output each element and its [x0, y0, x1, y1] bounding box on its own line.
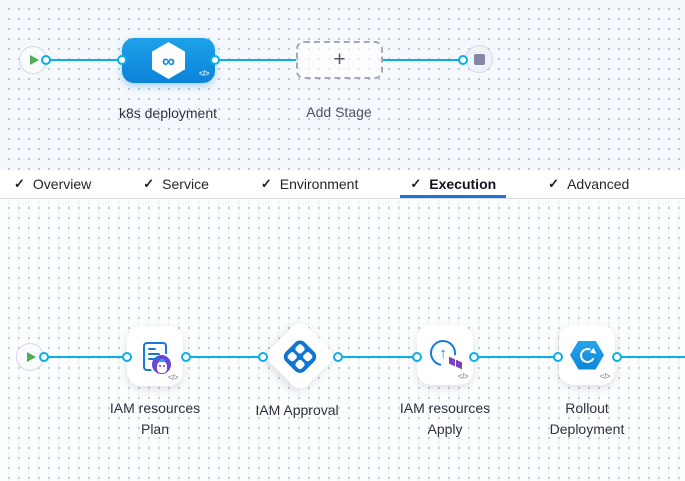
tab-overview[interactable]: ✓ Overview — [4, 170, 101, 198]
execution-start-node — [16, 343, 44, 371]
connector-dot — [39, 352, 49, 362]
connector-dot — [41, 55, 51, 65]
connector-line — [215, 59, 298, 61]
connector-line — [617, 356, 685, 358]
connector-dot — [469, 352, 479, 362]
connector-dot — [117, 55, 127, 65]
tab-label: Environment — [279, 176, 359, 192]
stop-icon — [473, 53, 485, 65]
tab-label: Service — [162, 176, 209, 192]
step-label: IAM Approval — [255, 402, 339, 418]
step-node-rollout-deployment[interactable]: </> — [559, 325, 615, 385]
connector-dot — [181, 352, 191, 362]
add-stage-button[interactable]: + — [296, 41, 383, 79]
check-icon: ✓ — [14, 176, 25, 191]
code-view-toggle-icon[interactable]: </> — [198, 69, 210, 78]
stage-label: k8s deployment — [118, 105, 218, 121]
connector-line — [44, 59, 126, 61]
code-view-toggle-icon[interactable]: </> — [457, 372, 469, 381]
tab-service[interactable]: ✓ Service — [133, 170, 219, 198]
tab-advanced[interactable]: ✓ Advanced — [538, 170, 639, 198]
connector-dot — [612, 352, 622, 362]
connector-dot — [258, 352, 268, 362]
step-node-iam-resources-apply[interactable]: ↑ </> — [417, 325, 473, 385]
step-label: Rollout Deployment — [549, 400, 625, 437]
plus-icon: + — [333, 48, 346, 71]
stage-config-tabbar: ✓ Overview ✓ Service ✓ Environment ✓ Exe… — [0, 170, 685, 199]
connector-dot — [333, 352, 343, 362]
connector-line — [381, 59, 463, 61]
pipeline-end-node — [465, 45, 493, 73]
play-icon — [30, 55, 39, 65]
connector-line — [338, 356, 418, 358]
connector-line — [42, 356, 127, 358]
add-stage-label: Add Stage — [306, 104, 372, 120]
tab-label: Execution — [429, 176, 497, 192]
tab-environment[interactable]: ✓ Environment — [251, 170, 369, 198]
connector-line — [186, 356, 264, 358]
check-icon: ✓ — [548, 176, 560, 191]
tab-label: Advanced — [567, 176, 630, 192]
connector-dot — [553, 352, 563, 362]
k8s-rollout-icon — [570, 340, 604, 370]
execution-canvas: </> ↑ </> </> IAM resources Plan — [0, 199, 685, 481]
check-icon: ✓ — [410, 176, 422, 191]
approval-icon — [280, 336, 320, 376]
step-label: IAM resources Apply — [399, 400, 491, 437]
stage-canvas: ∞ </> + k8s deployment Add Stage — [0, 0, 685, 170]
terraform-apply-icon: ↑ — [424, 334, 463, 372]
connector-dot — [412, 352, 422, 362]
tab-execution[interactable]: ✓ Execution — [400, 170, 506, 198]
step-node-iam-approval[interactable] — [263, 319, 337, 393]
step-label: IAM resources Plan — [109, 400, 201, 437]
terraform-logo-icon — [449, 356, 463, 372]
connector-dot — [210, 55, 220, 65]
connector-line — [474, 356, 558, 358]
check-icon: ✓ — [260, 176, 272, 191]
step-node-iam-resources-plan[interactable]: </> — [127, 326, 183, 386]
code-view-toggle-icon[interactable]: </> — [599, 372, 611, 381]
terraform-plan-icon — [143, 341, 173, 376]
connector-dot — [122, 352, 132, 362]
code-view-toggle-icon[interactable]: </> — [167, 373, 179, 382]
play-icon — [27, 352, 36, 362]
stage-node-k8s-deployment[interactable]: ∞ </> — [122, 38, 215, 83]
check-icon: ✓ — [143, 176, 155, 191]
plugin-badge-icon — [150, 352, 173, 376]
tab-label: Overview — [32, 176, 92, 192]
deployment-stage-icon: ∞ — [152, 42, 185, 79]
connector-dot — [458, 55, 468, 65]
